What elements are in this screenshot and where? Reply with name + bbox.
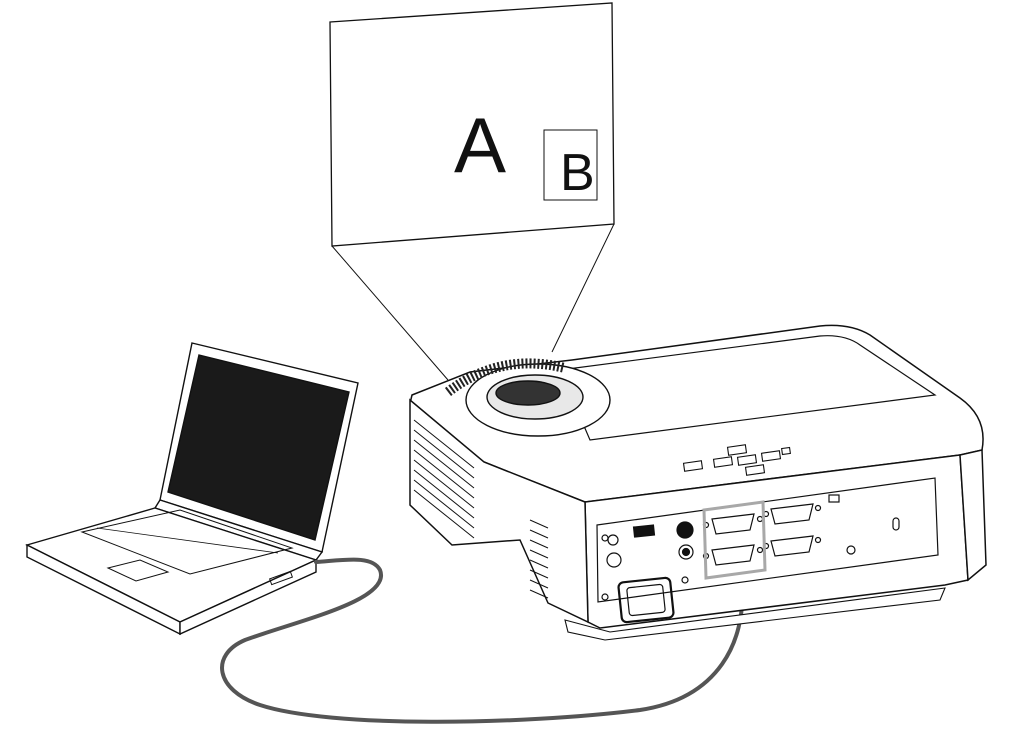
vga-cable [220,557,745,724]
laptop-port [268,570,294,586]
vga-highlight-box [702,500,767,580]
laptop-screen [167,354,350,541]
rear-panel-outline [596,477,939,603]
screw-4 [846,545,856,555]
video-port [678,544,694,560]
button-up [726,444,748,456]
power-inlet-inner [626,583,666,617]
beam-left [331,245,449,381]
laptop-icon [25,342,359,636]
screw-3 [681,576,689,584]
laptop-keyboard-line [96,527,279,554]
control-buttons [682,444,791,476]
status-led [828,494,840,503]
screw-2 [601,593,609,601]
beam-right [551,223,615,353]
vga-screw [814,536,822,544]
projection-screen: A B [329,2,615,381]
vga-screw [814,504,822,512]
video-port-inner [681,547,691,557]
button-center [736,454,758,466]
projector-lens [444,358,611,437]
vga-in-2 [711,544,755,566]
vga-out-2 [770,535,814,557]
vga-out-1 [770,503,814,525]
usb-port [607,534,619,546]
button-right [760,450,782,462]
pip-window [543,129,598,201]
projector-right-end [959,449,987,582]
projector-foot [564,587,946,641]
lens-focus-ring [444,358,567,396]
projector-vents [413,419,549,599]
laptop-touchpad [106,559,170,582]
vga-screw [756,546,764,554]
pip-image-label: B [560,144,595,202]
vga-in-1 [711,513,755,535]
audio-port [606,552,622,568]
projector-top-panel [559,335,937,441]
button-down [744,464,766,476]
power-inlet-icon [617,576,675,624]
rear-panel [596,477,939,624]
button-left-2 [712,456,734,468]
laptop-keyboard [80,509,294,575]
button-left-1 [682,460,704,472]
hdmi-port [632,524,656,538]
security-slot [892,517,900,531]
main-image-label: A [454,101,506,189]
lens-glass [495,380,561,406]
button-indicator [781,446,791,456]
s-video-port [676,521,694,539]
